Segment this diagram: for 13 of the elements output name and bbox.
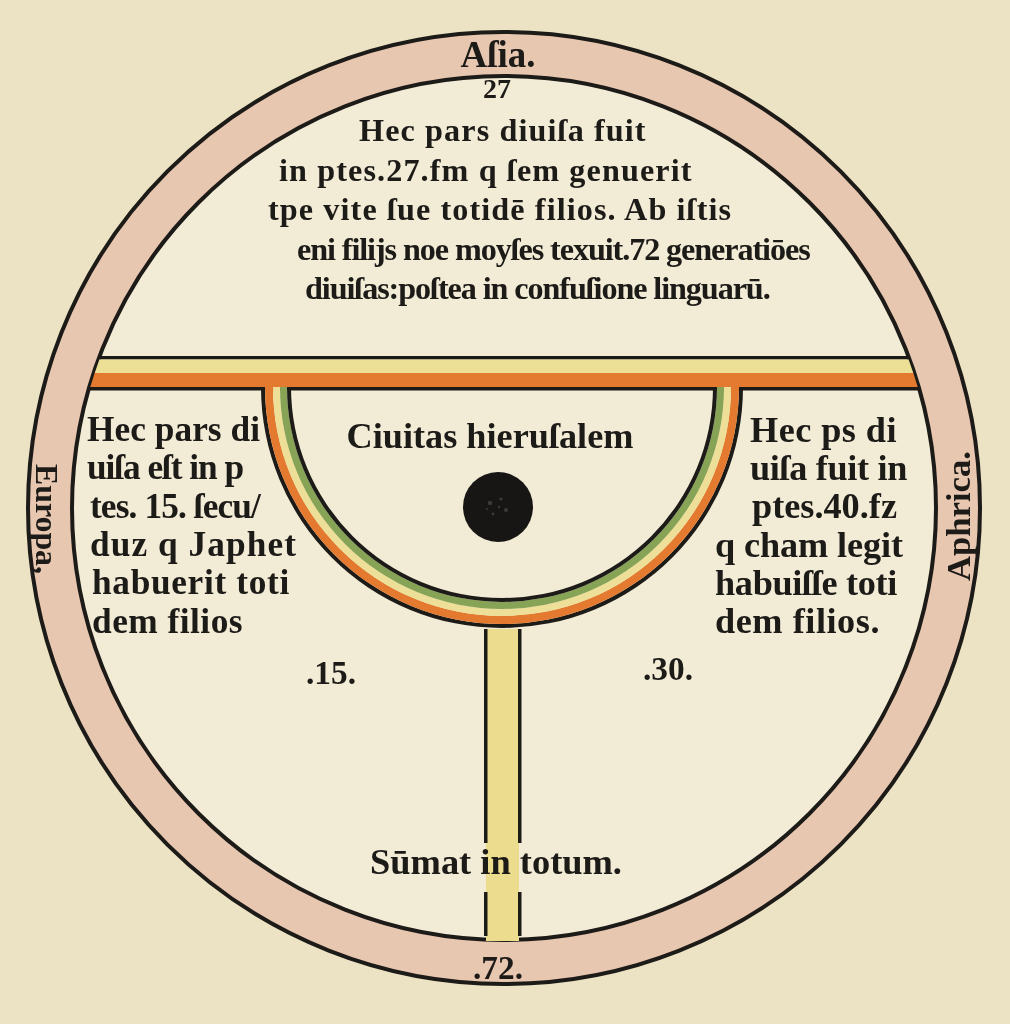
continent-name: Aſia. (460, 34, 536, 76)
number-label: .15. (306, 654, 356, 692)
inscription-text: Hec pars di uiſa eſt in p tes. 15. ſecu/ duz q Japhet habuerit toti dem filios (87, 410, 297, 642)
inscription-text: Hec pars diuiſa fuit in ptes.27.fm q ſem genuerit tpe vite ſue totidē filios. Ab iſtis eni filijs noe moyſes texuit.72 generatiōes diuiſas:poſtea in confuſione linguarū. (268, 111, 810, 309)
number-label: 27 (483, 73, 511, 105)
inscription-text: Hec ps di uiſa fuit in ptes.40.fz q cham legit habuiſſe toti dem filios. (715, 410, 907, 641)
number-label: .72. (473, 949, 523, 987)
number-label: .30. (643, 650, 693, 688)
summary-text: Sūmat in totum. (370, 841, 622, 883)
continent-name: Aphrica. (938, 451, 978, 581)
continent-name: Europa, (28, 464, 64, 574)
ocean-ring (25, 29, 983, 987)
city-name: Ciuitas hieruſalem (346, 417, 634, 457)
